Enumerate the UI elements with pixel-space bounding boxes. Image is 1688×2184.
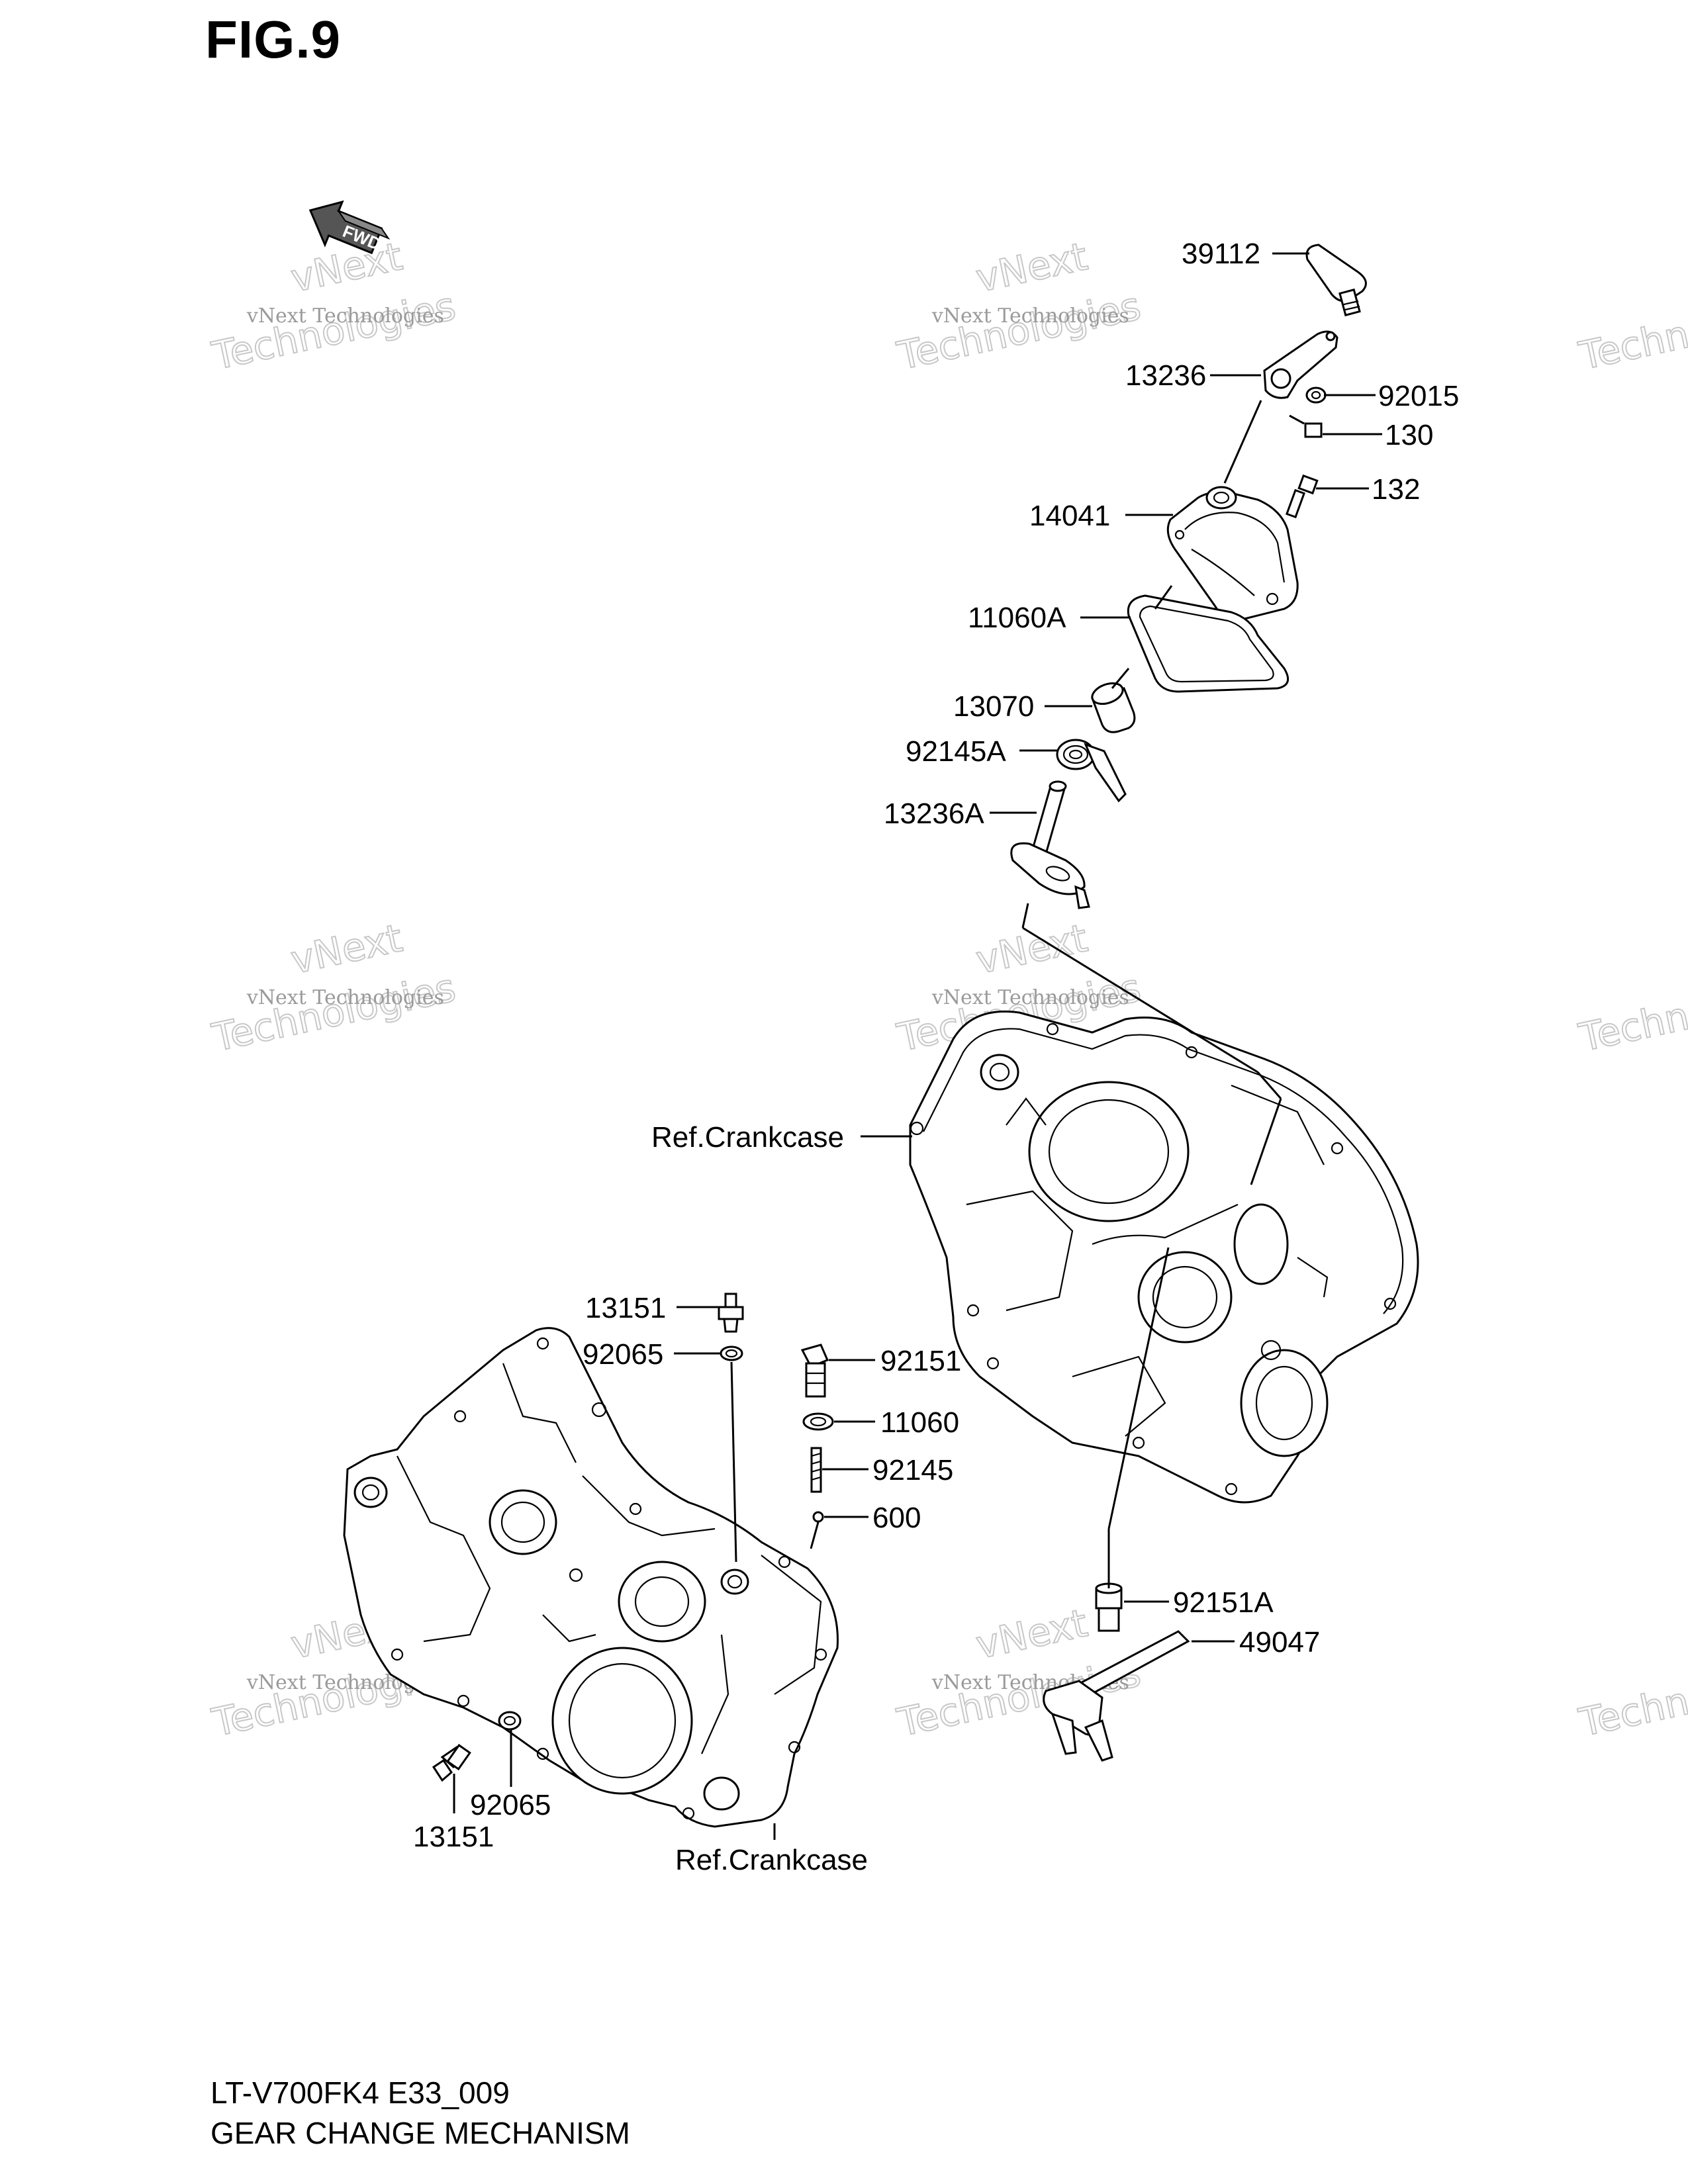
part-14041-cover	[1166, 486, 1299, 621]
callout-ref-crankcase-lower: Ref.Crankcase	[675, 1844, 868, 1876]
part-13236A-shift-shaft	[1010, 780, 1090, 909]
watermark-text: Technologies	[893, 1650, 1145, 1745]
watermark-text: vNext	[972, 1600, 1092, 1668]
crankcase-left-half	[343, 1327, 839, 1828]
watermark-text: vNext	[287, 915, 406, 983]
watermark-text: vNext Technologies	[931, 986, 1129, 1009]
callout-130: 130	[1385, 419, 1433, 451]
callout-13151-lower: 13151	[413, 1821, 494, 1853]
callout-13236A: 13236A	[884, 797, 984, 830]
part-600-ball	[812, 1511, 824, 1523]
callout-13236: 13236	[1125, 359, 1206, 392]
part-13151-lower-sensor	[432, 1743, 471, 1782]
callout-92015: 92015	[1378, 380, 1459, 412]
callout-92151A: 92151A	[1173, 1586, 1274, 1619]
watermark-right-edge: Technologies	[1574, 964, 1688, 1061]
part-13070-collar	[1091, 682, 1136, 733]
fwd-arrow-icon: FWD	[308, 200, 391, 255]
callout-14041: 14041	[1029, 500, 1110, 532]
callout-11060: 11060	[880, 1406, 959, 1439]
callout-49047: 49047	[1239, 1626, 1320, 1659]
part-39112-shift-knob	[1305, 244, 1367, 317]
watermark-top-center: Technologies vNext vNext Technologies	[892, 233, 1145, 379]
watermark-text: vNext Technologies	[246, 986, 444, 1009]
figure-title: FIG.9	[205, 10, 342, 69]
part-92151A-bolt	[1095, 1582, 1123, 1632]
watermark-mid-left: Technologies vNext vNext Technologies	[207, 915, 460, 1061]
leader-lines	[453, 252, 1382, 1840]
callout-92065-upper: 92065	[583, 1338, 663, 1371]
watermark-text: vNext Technologies	[246, 304, 444, 328]
watermark-top-left: Technologies vNext vNext Technologies	[207, 233, 460, 379]
part-92015-nut	[1305, 387, 1327, 404]
watermark-right-edge: Technologies	[1574, 283, 1688, 379]
part-13151-upper-sensor	[718, 1293, 744, 1333]
watermark-text: Technologies	[1575, 965, 1688, 1060]
callout-92065-lower: 92065	[470, 1789, 551, 1821]
part-92145-spring	[810, 1447, 822, 1493]
watermark-text: vNext	[972, 234, 1092, 301]
part-92145A-spring	[1056, 739, 1127, 803]
watermark-text: Technologies	[893, 283, 1145, 379]
watermark-text: vNext Technologies	[931, 304, 1129, 328]
watermark-text: Technologies	[208, 965, 459, 1060]
part-13236-shift-lever	[1263, 330, 1338, 399]
watermark-text: vNext	[972, 915, 1092, 983]
callout-ref-crankcase-upper: Ref.Crankcase	[651, 1121, 844, 1154]
crankcase-right-half	[909, 1010, 1419, 1504]
callout-600: 600	[872, 1502, 921, 1534]
callout-39112: 39112	[1182, 238, 1260, 270]
callout-92145A: 92145A	[906, 735, 1006, 768]
watermark-text: Technologies	[1575, 1650, 1688, 1745]
part-11060A-gasket	[1127, 594, 1289, 693]
callout-132: 132	[1372, 473, 1420, 506]
callout-92145: 92145	[872, 1454, 953, 1486]
part-130-bolt	[1289, 414, 1323, 438]
callout-11060A: 11060A	[968, 602, 1066, 634]
callout-13151-upper: 13151	[585, 1292, 666, 1324]
watermark-right-edge: Technologies	[1574, 1649, 1688, 1746]
footer-section-title: GEAR CHANGE MECHANISM	[211, 2116, 630, 2150]
part-132-bolt	[1286, 474, 1319, 519]
part-92151-bolt	[800, 1343, 829, 1398]
part-49047-shift-drum	[1043, 1630, 1190, 1762]
part-92065-upper-washer	[720, 1345, 743, 1361]
watermark-text: Technologies	[208, 283, 459, 379]
part-11060-washer	[802, 1412, 834, 1431]
callout-labels: 39112 13236 92015 130 132 14041 11060A 1…	[413, 238, 1459, 1876]
footer-model-code: LT-V700FK4 E33_009	[211, 2075, 510, 2110]
callout-13070: 13070	[953, 690, 1034, 723]
callout-92151: 92151	[880, 1345, 961, 1377]
part-92065-lower-washer	[498, 1711, 522, 1731]
watermark-text: Technologies	[1575, 283, 1688, 379]
